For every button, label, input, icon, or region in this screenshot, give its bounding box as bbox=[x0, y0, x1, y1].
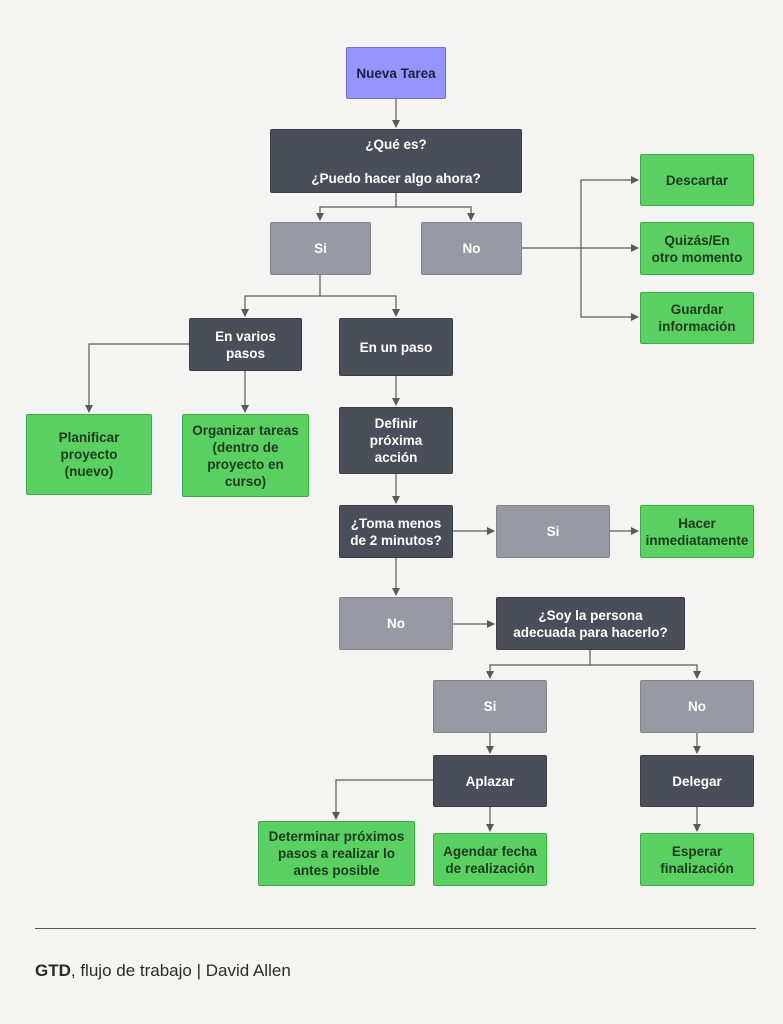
node-label: Delegar bbox=[672, 773, 722, 789]
node-label: No bbox=[688, 699, 706, 714]
footer-caption: GTD, flujo de trabajo | David Allen bbox=[35, 961, 291, 981]
node-label: ¿Toma menos de 2 minutos? bbox=[350, 515, 442, 548]
node-label: Si bbox=[546, 524, 560, 539]
node-si-1: Si bbox=[270, 222, 371, 275]
node-aplazar: Aplazar bbox=[433, 755, 547, 807]
node-determinar: Determinar próximos pasos a realizar lo … bbox=[258, 821, 415, 886]
node-no-2: No bbox=[339, 597, 453, 650]
node-label: Nueva Tarea bbox=[356, 65, 436, 81]
node-label: Descartar bbox=[665, 172, 729, 188]
node-label: ¿Qué es? ¿Puedo hacer algo ahora? bbox=[311, 136, 481, 186]
node-toma-menos: ¿Toma menos de 2 minutos? bbox=[339, 505, 453, 558]
node-label: ¿Soy la persona adecuada para hacerlo? bbox=[513, 607, 668, 640]
connector bbox=[396, 206, 475, 221]
footer-divider bbox=[35, 928, 756, 929]
node-planificar: Planificar proyecto (nuevo) bbox=[26, 414, 152, 495]
node-no-3: No bbox=[640, 680, 754, 733]
node-nueva-tarea: Nueva Tarea bbox=[346, 47, 446, 99]
node-label: Planificar proyecto (nuevo) bbox=[58, 430, 120, 479]
node-en-un-paso: En un paso bbox=[339, 318, 453, 376]
node-organizar: Organizar tareas (dentro de proyecto en … bbox=[182, 414, 309, 497]
connector bbox=[241, 275, 321, 317]
node-guardar: Guardar información bbox=[640, 292, 754, 344]
node-en-varios-pasos: En varios pasos bbox=[189, 318, 302, 371]
node-label: Hacer inmediatamente bbox=[645, 515, 749, 548]
connector bbox=[320, 295, 400, 317]
node-label: Si bbox=[483, 699, 497, 714]
node-label: Definir próxima acción bbox=[369, 416, 423, 465]
node-si-3: Si bbox=[433, 680, 547, 733]
node-label: Aplazar bbox=[465, 773, 515, 789]
node-label: Guardar información bbox=[658, 302, 736, 334]
node-definir: Definir próxima acción bbox=[339, 407, 453, 474]
node-label: No bbox=[387, 616, 405, 631]
node-label: En varios pasos bbox=[215, 328, 276, 361]
node-label: Agendar fecha de realización bbox=[443, 843, 537, 876]
connector bbox=[486, 650, 591, 679]
connector bbox=[580, 248, 639, 321]
node-label: Esperar finalización bbox=[660, 843, 734, 876]
node-esperar: Esperar finalización bbox=[640, 833, 754, 886]
node-descartar: Descartar bbox=[640, 154, 754, 206]
node-label: Organizar tareas (dentro de proyecto en … bbox=[192, 422, 299, 489]
node-soy-persona: ¿Soy la persona adecuada para hacerlo? bbox=[496, 597, 685, 650]
node-si-2: Si bbox=[496, 505, 610, 558]
connector bbox=[316, 193, 397, 221]
footer-subtitle: , flujo de trabajo | David Allen bbox=[70, 961, 291, 980]
connector bbox=[580, 176, 639, 248]
node-quizas: Quizás/En otro momento bbox=[640, 222, 754, 275]
node-delegar: Delegar bbox=[640, 755, 754, 807]
node-label: Si bbox=[314, 241, 327, 256]
connector bbox=[590, 664, 701, 679]
node-label: Determinar próximos pasos a realizar lo … bbox=[268, 829, 405, 878]
node-agendar: Agendar fecha de realización bbox=[433, 833, 547, 886]
connector bbox=[85, 343, 189, 413]
footer-title: GTD bbox=[35, 961, 71, 980]
node-hacer: Hacer inmediatamente bbox=[640, 505, 754, 558]
connector bbox=[332, 779, 433, 820]
node-label: Quizás/En otro momento bbox=[651, 232, 743, 265]
node-no-1: No bbox=[421, 222, 522, 275]
node-label: En un paso bbox=[359, 339, 433, 355]
node-label: No bbox=[462, 241, 481, 256]
node-que-es: ¿Qué es? ¿Puedo hacer algo ahora? bbox=[270, 129, 522, 193]
